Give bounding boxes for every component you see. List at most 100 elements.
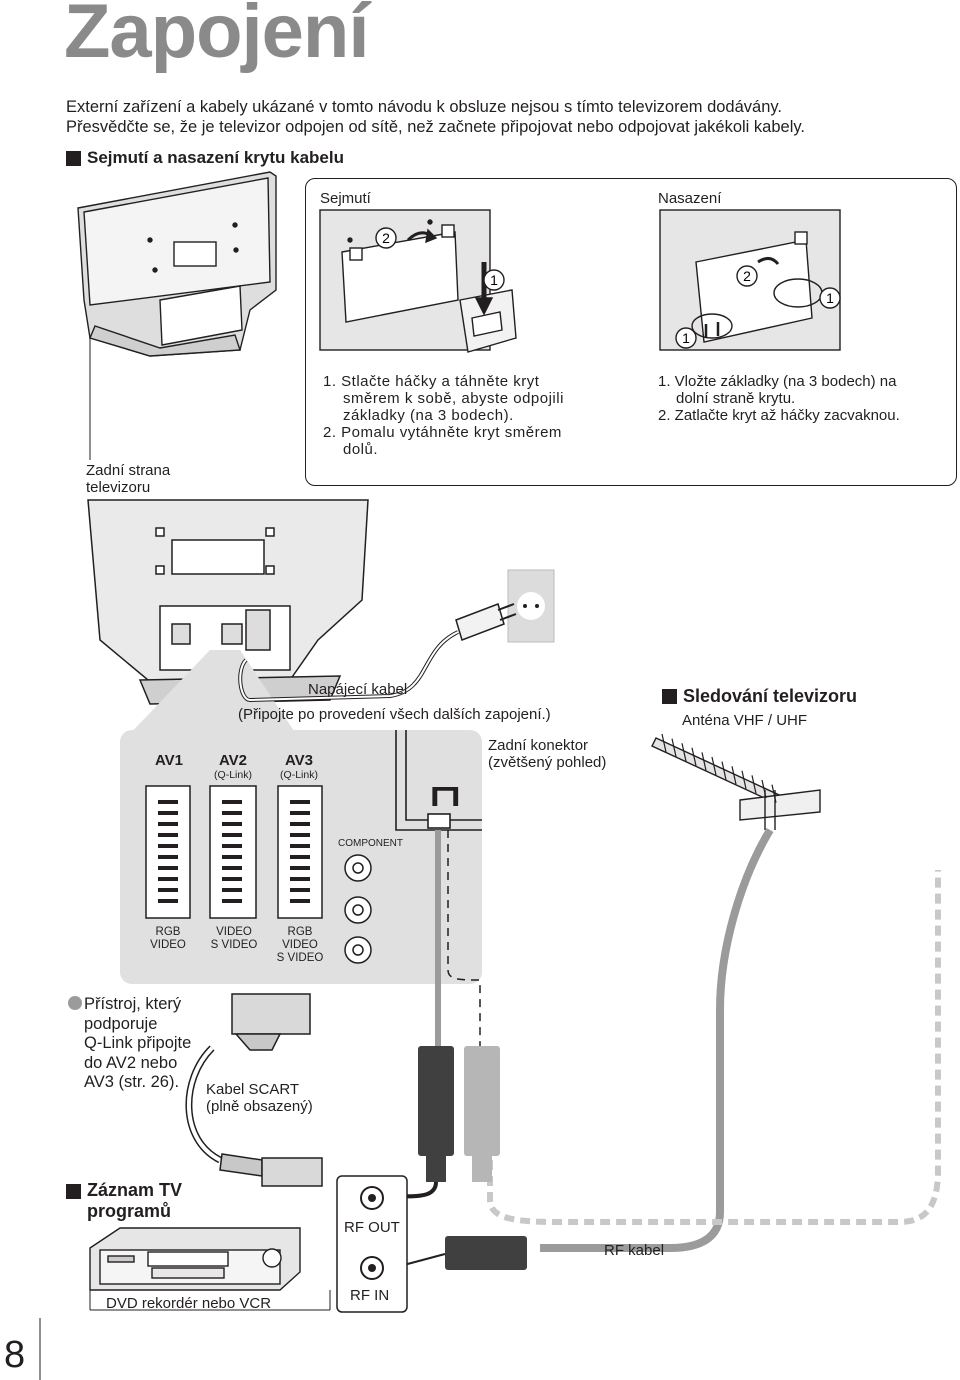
intro-line-2: Přesvědčte se, že je televizor odpojen o… — [66, 118, 805, 136]
connector-name: AV3 — [284, 752, 314, 769]
connector-name: AV1 — [154, 752, 184, 769]
section-bullet-icon — [66, 1184, 81, 1199]
power-note: (Připojte po provedení všech dalších zap… — [238, 706, 551, 723]
removal-label: Sejmutí — [320, 190, 371, 207]
scart-pin — [290, 800, 310, 804]
antenna-label: Anténa VHF / UHF — [682, 712, 808, 729]
cover-removal-illustration — [319, 209, 517, 353]
attach-step-line: dolní straně krytu. — [676, 390, 796, 407]
tv-back-label: Zadní strana televizoru — [86, 462, 171, 496]
component-label: COMPONENT — [338, 838, 403, 849]
attach-step-line: 2. Zatlačte kryt až háčky zacvaknou. — [658, 407, 900, 424]
qlink-note: Přístroj, který podporuje Q-Link připojt… — [84, 995, 192, 1091]
antenna-element — [751, 775, 757, 794]
scart-pin — [158, 866, 178, 870]
antenna-element — [691, 747, 697, 766]
intro-text: Externí zařízení a kabely ukázané v tomt… — [66, 97, 805, 137]
scart-cable-label: Kabel SCART (plně obsazený) — [206, 1081, 313, 1115]
section-bullet-icon — [662, 689, 677, 704]
scart-pin — [290, 811, 310, 815]
scart-pin — [222, 866, 242, 870]
rf-cable-label: RF kabel — [604, 1242, 665, 1259]
connector-sub: (Q-Link) — [280, 769, 318, 781]
scart-pin — [290, 866, 310, 870]
antenna-element — [741, 770, 747, 789]
record-heading: Záznam TV programů — [66, 1180, 182, 1222]
antenna-element — [721, 761, 727, 780]
rear-connector-label: Zadní konektor (zvětšený pohled) — [488, 737, 607, 771]
scart-pin — [290, 855, 310, 859]
rf-plug — [445, 1236, 527, 1270]
scart-pin — [158, 877, 178, 881]
scart-pin — [222, 800, 242, 804]
connector-av1-bottom: RGB VIDEO — [150, 926, 186, 951]
component-jacks — [344, 854, 372, 964]
scart-pin — [290, 899, 310, 903]
removal-steps: 1. Stlačte háčky a táhněte kryt směrem k… — [323, 373, 623, 458]
scart-pin — [222, 899, 242, 903]
scart-pin — [290, 844, 310, 848]
scart-pin — [158, 888, 178, 892]
scart-pin — [158, 855, 178, 859]
cover-section-heading: Sejmutí a nasazení krytu kabelu — [66, 148, 344, 168]
removal-step-line: směrem k sobě, abyste odpojili — [343, 390, 564, 407]
attach-steps: 1. Vložte základky (na 3 bodech) na doln… — [658, 373, 953, 424]
connector-av3-bottom: RGB VIDEO S VIDEO — [276, 926, 324, 964]
scart-pin — [158, 822, 178, 826]
removal-step-line: 2. Pomalu vytáhněte kryt směrem — [323, 424, 562, 441]
recorder-device — [89, 1227, 301, 1291]
scart-cable — [185, 993, 323, 1187]
connector-name: AV2 — [218, 752, 248, 769]
antenna-elements — [661, 733, 777, 803]
connector-av2-bottom: VIDEO S VIDEO — [210, 926, 258, 951]
attach-marker-2: 2 — [743, 268, 751, 284]
wall-outlet — [507, 569, 555, 643]
scart-pin — [158, 800, 178, 804]
removal-marker-1: 1 — [490, 272, 498, 288]
scart-pins — [158, 800, 310, 903]
tv-back-illustration — [77, 171, 277, 357]
antenna-element — [681, 743, 687, 762]
attach-label: Nasazení — [658, 190, 722, 207]
connector-sub: (Q-Link) — [214, 769, 252, 781]
connector-av2: AV2 (Q-Link) — [204, 752, 262, 781]
qlink-bullet-icon — [68, 996, 82, 1010]
power-plug — [455, 603, 517, 641]
scart-pin — [222, 888, 242, 892]
removal-step-line: 1. Stlačte háčky a táhněte kryt — [323, 373, 540, 390]
antenna-element — [671, 738, 677, 757]
scart-pin — [158, 899, 178, 903]
attach-marker-1: 1 — [826, 290, 834, 306]
scart-pin — [222, 877, 242, 881]
scart-pin — [158, 833, 178, 837]
removal-marker-2: 2 — [382, 230, 390, 246]
attach-marker-1b: 1 — [682, 330, 690, 346]
removal-step-line: základky (na 3 bodech). — [343, 407, 514, 424]
cover-attach-illustration — [659, 209, 841, 351]
antenna-element — [731, 766, 737, 785]
page-title: Zapojení — [64, 0, 369, 74]
rf-in-label: RF IN — [350, 1287, 390, 1304]
page-number: 8 — [4, 1334, 26, 1376]
antenna-element — [711, 756, 717, 776]
scart-pin — [222, 844, 242, 848]
antenna-element — [661, 733, 667, 753]
attach-step-line: 1. Vložte základky (na 3 bodech) na — [658, 373, 897, 390]
antenna-socket-symbol: ᒥᒣ — [430, 782, 461, 812]
rf-box — [336, 1175, 408, 1313]
section-bullet-icon — [66, 150, 81, 166]
antenna-element — [761, 779, 767, 799]
scart-pin — [222, 855, 242, 859]
scart-pin — [158, 811, 178, 815]
rear-antenna-socket — [395, 730, 482, 831]
scart-pin — [222, 811, 242, 815]
rf-out-label: RF OUT — [344, 1219, 400, 1236]
scart-pin — [290, 833, 310, 837]
scart-pin — [290, 877, 310, 881]
scart-pin — [222, 822, 242, 826]
antenna-element — [771, 784, 777, 803]
antenna-element — [701, 752, 707, 771]
connector-av3: AV3 (Q-Link) — [270, 752, 328, 781]
removal-step-line: dolů. — [343, 441, 379, 458]
